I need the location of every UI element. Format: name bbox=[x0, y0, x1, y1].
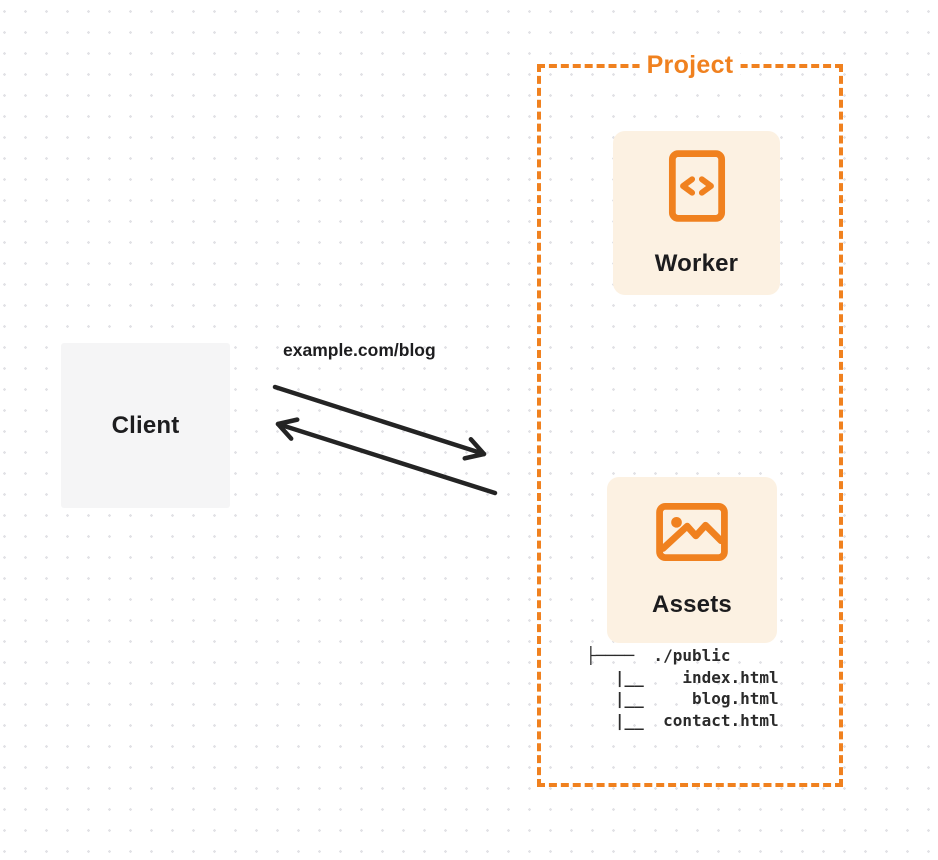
tree-line-index: |__ index.html bbox=[586, 667, 779, 687]
response-arrow bbox=[275, 417, 498, 496]
project-container: Project Worker Assets bbox=[537, 50, 843, 787]
tree-line-blog: |__ blog.html bbox=[586, 689, 779, 708]
request-url-label: example.com/blog bbox=[283, 340, 436, 360]
worker-label: Worker bbox=[654, 249, 739, 277]
image-icon bbox=[655, 502, 729, 567]
client-node: Client bbox=[61, 343, 230, 508]
client-label: Client bbox=[111, 411, 180, 439]
tree-line-public: ├──── ./public bbox=[586, 646, 731, 665]
project-title: Project bbox=[639, 50, 741, 80]
assets-file-tree: ├──── ./public |__ index.html |__ blog.h… bbox=[586, 645, 779, 731]
request-arrow bbox=[272, 384, 487, 461]
worker-node: Worker bbox=[613, 131, 780, 295]
code-file-icon bbox=[668, 149, 726, 228]
tree-line-contact: |__ contact.html bbox=[586, 710, 779, 730]
assets-label: Assets bbox=[652, 590, 732, 618]
assets-node: Assets bbox=[607, 477, 777, 643]
